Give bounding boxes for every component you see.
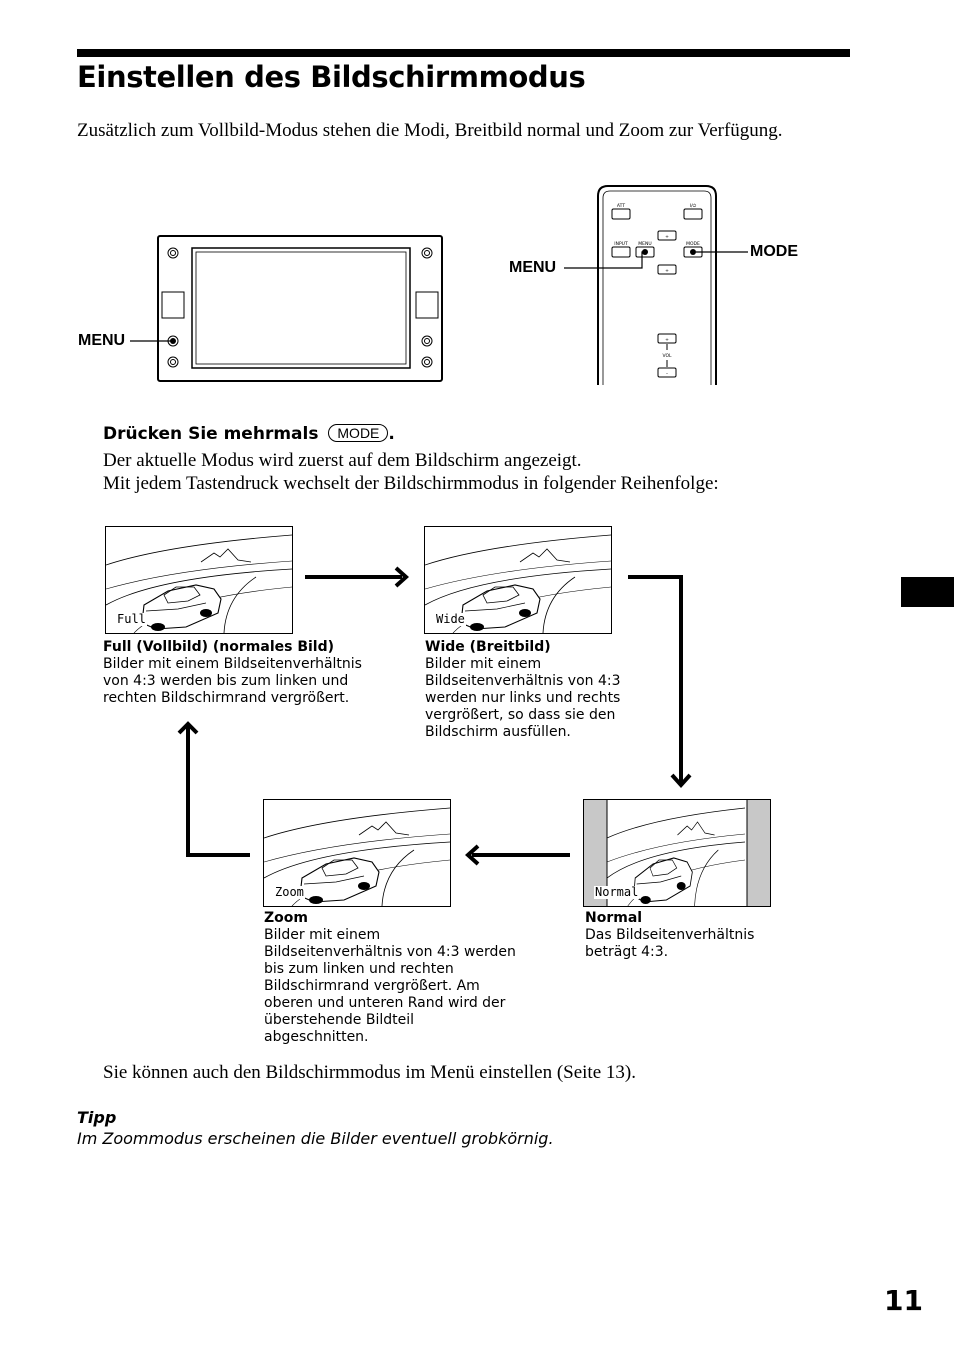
unit-menu-callout: MENU <box>78 332 126 349</box>
zoom-mode-description: Zoom Bilder mit einem Bildseitenverhältn… <box>264 910 564 1046</box>
sequence-arrows <box>177 566 692 866</box>
normal-mode-title: Normal <box>585 910 643 926</box>
wide-mode-title: Wide (Breitbild) <box>425 639 551 655</box>
wide-mode-line: Bilder mit einem <box>425 656 542 672</box>
normal-osd-label: Normal <box>594 885 640 899</box>
full-mode-line: rechten Bildschirmrand vergrößert. <box>103 690 350 706</box>
page-title: Einstellen des Bildschirmmodus <box>77 60 586 94</box>
zoom-mode-line: abgeschnitten. <box>264 1029 369 1045</box>
full-mode-title: Full (Vollbild) (normales Bild) <box>103 639 335 655</box>
page-number: 11 <box>884 1284 923 1317</box>
remote-menu-callout: MENU <box>509 259 557 276</box>
wide-mode-screen: Wide <box>424 526 612 634</box>
intro-paragraph: Zusätzlich zum Vollbild-Modus stehen die… <box>77 120 783 141</box>
remote-up-label: + <box>665 234 669 240</box>
unit-menu-leader <box>130 340 173 342</box>
zoom-mode-line: Bildschirmrand vergrößert. Am <box>264 978 480 994</box>
normal-mode-description: Normal Das Bildseitenverhältnis beträgt … <box>585 910 815 961</box>
zoom-mode-line: Bilder mit einem <box>264 927 381 943</box>
step-heading: Drücken Sie mehrmals MODE. <box>103 424 395 444</box>
full-mode-line: von 4:3 werden bis zum linken und <box>103 673 349 689</box>
wide-mode-description: Wide (Breitbild) Bilder mit einem Bildse… <box>425 639 685 741</box>
remote-input-label: INPUT <box>614 241 628 247</box>
wide-osd-label: Wide <box>435 612 466 626</box>
tip-heading: Tipp <box>77 1108 117 1127</box>
full-mode-line: Bilder mit einem Bildseitenverhältnis <box>103 656 362 672</box>
remote-menu-label: MENU <box>638 241 651 247</box>
zoom-mode-line: bis zum linken und rechten <box>264 961 454 977</box>
step-heading-text: Drücken Sie mehrmals <box>103 424 319 444</box>
top-rule <box>77 49 850 57</box>
wide-mode-line: Bildschirm ausfüllen. <box>425 724 571 740</box>
menu-reference-note: Sie können auch den Bildschirmmodus im M… <box>103 1062 636 1083</box>
zoom-mode-title: Zoom <box>264 910 308 926</box>
zoom-mode-line: Bildseitenverhältnis von 4:3 werden <box>264 944 516 960</box>
mode-key-symbol: MODE <box>328 424 389 442</box>
normal-mode-screen: Normal <box>583 799 771 907</box>
step-heading-end: . <box>388 424 395 444</box>
monitor-unit-illustration <box>157 235 443 382</box>
remote-att-label: ATT <box>617 203 625 209</box>
full-mode-description: Full (Vollbild) (normales Bild) Bilder m… <box>103 639 403 707</box>
zoom-mode-line: oberen und unteren Rand wird der <box>264 995 506 1011</box>
step-line-1: Der aktuelle Modus wird zuerst auf dem B… <box>103 450 582 471</box>
remote-mode-label: MODE <box>686 241 700 247</box>
tip-text: Im Zoommodus erscheinen die Bilder event… <box>77 1129 554 1148</box>
remote-mode-callout: MODE <box>750 243 798 260</box>
normal-mode-line: beträgt 4:3. <box>585 944 669 960</box>
remote-down-label: + <box>665 268 669 274</box>
remote-leaders <box>564 251 748 269</box>
zoom-mode-line: überstehende Bildteil <box>264 1012 414 1028</box>
step-line-2: Mit jedem Tastendruck wechselt der Bilds… <box>103 473 719 494</box>
zoom-mode-screen: Zoom <box>263 799 451 907</box>
remote-control-illustration: ATT I/⏻ INPUT MENU MODE + + VOL + – <box>597 185 717 385</box>
normal-mode-line: Das Bildseitenverhältnis <box>585 927 755 943</box>
zoom-osd-label: Zoom <box>274 885 305 899</box>
wide-mode-line: Bildseitenverhältnis von 4:3 <box>425 673 621 689</box>
wide-mode-line: werden nur links und rechts <box>425 690 621 706</box>
remote-vol-down-label: – <box>666 372 669 377</box>
section-tab-marker <box>901 577 954 607</box>
remote-vol-label: VOL <box>662 353 672 359</box>
remote-vol-up-label: + <box>665 337 669 343</box>
full-osd-label: Full <box>116 612 147 626</box>
remote-power-label: I/⏻ <box>690 203 697 209</box>
wide-mode-line: vergrößert, so dass sie den <box>425 707 616 723</box>
full-mode-screen: Full <box>105 526 293 634</box>
